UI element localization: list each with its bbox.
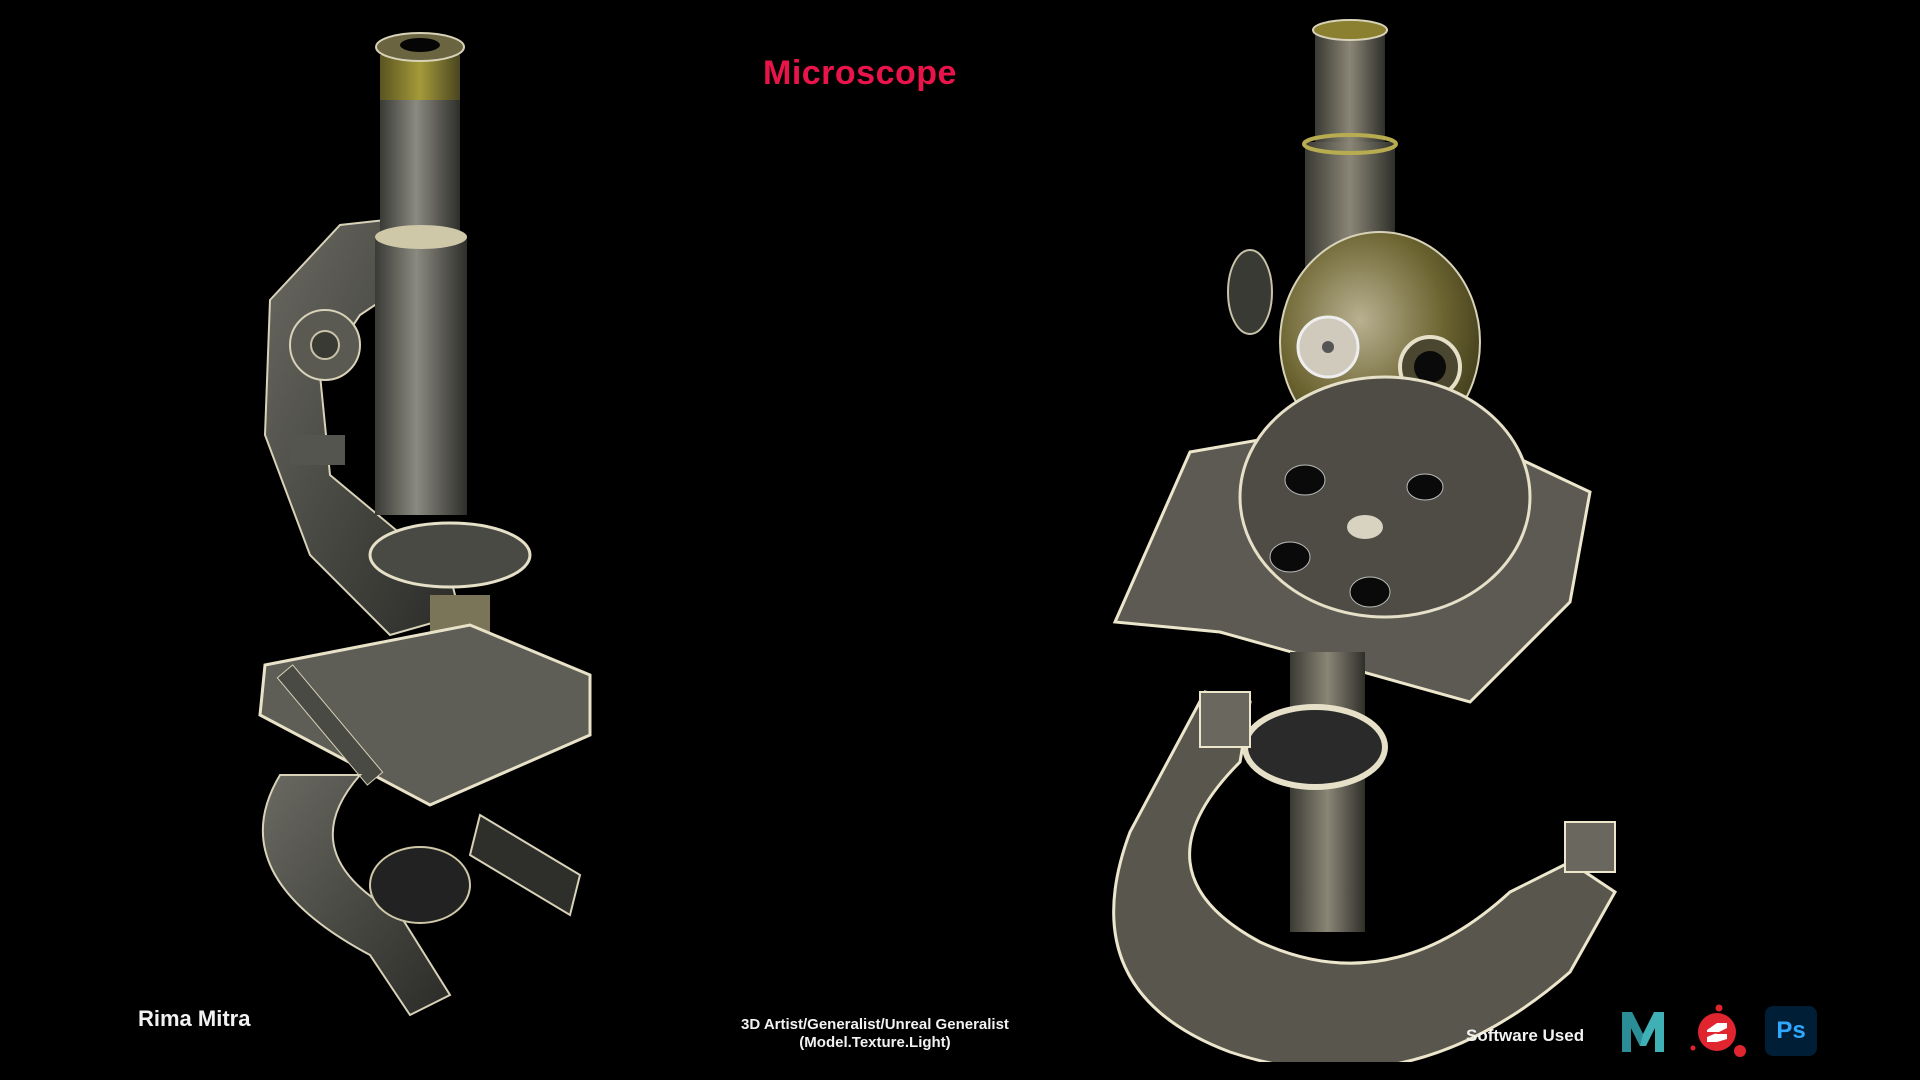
role-title: 3D Artist/Generalist/Unreal Generalist [741, 1016, 1009, 1033]
page-title: Microscope [763, 54, 957, 92]
software-used-label: Software Used [1466, 1026, 1585, 1045]
photoshop-logo-icon: Ps [1765, 1006, 1817, 1056]
role-skills: (Model.Texture.Light) [799, 1034, 951, 1051]
author-name: Rima Mitra [138, 1006, 251, 1031]
maya-logo-icon [1622, 1012, 1664, 1052]
substance-painter-logo-icon [1690, 1004, 1746, 1057]
author-role: 3D Artist/Generalist/Unreal Generalist (… [700, 1016, 1050, 1052]
microscope-render-left [258, 32, 592, 1017]
microscope-render-right [1112, 19, 1617, 1062]
